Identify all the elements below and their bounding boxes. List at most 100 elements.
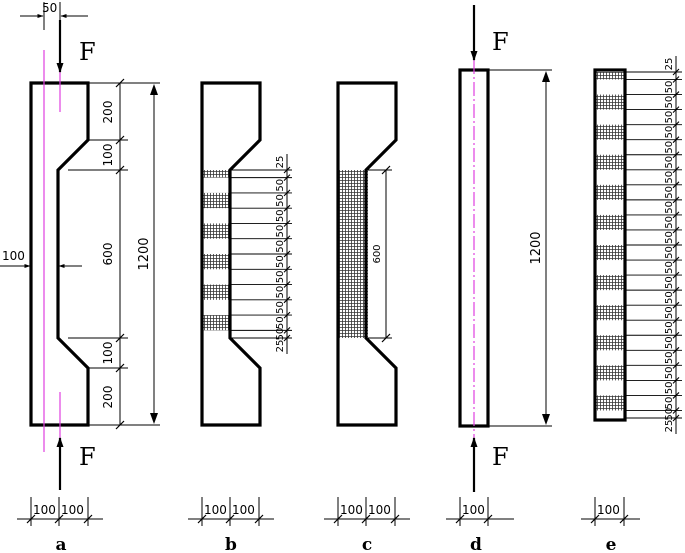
panel-label-d: d bbox=[470, 535, 482, 553]
force-label-bottom-a: F bbox=[79, 443, 96, 471]
gauge-band bbox=[596, 335, 624, 351]
gauge-tick bbox=[672, 331, 680, 339]
dim-end-bottom: 25 bbox=[664, 420, 675, 433]
mesh-region-c bbox=[338, 170, 368, 338]
gauge-tick bbox=[283, 296, 291, 304]
dim-bottom-right-a: 100 bbox=[61, 503, 84, 517]
specimen-a-outline bbox=[29, 81, 90, 427]
gauge-tick bbox=[672, 392, 680, 399]
force-label-top-a: F bbox=[79, 38, 96, 66]
gauge-band bbox=[596, 154, 624, 170]
gauge-band bbox=[203, 315, 230, 331]
gauge-band bbox=[203, 284, 230, 300]
dim-gauge-spacing: 50 bbox=[664, 291, 675, 304]
dim-end-top: 25 bbox=[275, 156, 286, 169]
gauge-tick bbox=[672, 316, 680, 324]
gauge-tick bbox=[672, 91, 680, 98]
gauge-band bbox=[596, 305, 624, 321]
gauge-band bbox=[596, 245, 624, 261]
panel-label-e: e bbox=[606, 535, 617, 553]
dim-gauge-spacing: 50 bbox=[664, 111, 675, 124]
gauge-tick bbox=[672, 106, 680, 113]
dim-seg2: 100 bbox=[101, 144, 115, 167]
gauge-tick bbox=[672, 377, 680, 384]
force-label-top-d: F bbox=[492, 28, 509, 56]
gauge-tick bbox=[672, 151, 680, 159]
gauge-tick bbox=[672, 181, 680, 189]
dim-gauge-spacing: 50 bbox=[275, 328, 286, 341]
dim-gauge-spacing: 50 bbox=[664, 96, 675, 109]
gauge-tick bbox=[283, 189, 291, 197]
dim-gauge-spacing: 50 bbox=[664, 397, 675, 410]
dim-gauge-spacing: 50 bbox=[275, 286, 286, 299]
force-label-bottom-d: F bbox=[492, 443, 509, 471]
gauge-tick bbox=[283, 250, 291, 258]
dim-gauge-spacing: 50 bbox=[664, 382, 675, 395]
gauge-tick bbox=[672, 361, 680, 369]
panel-c: 600 100 100 c bbox=[324, 81, 410, 553]
dim-gauge-spacing: 50 bbox=[664, 141, 675, 154]
dim-gauge-spacing: 50 bbox=[275, 271, 286, 284]
gauge-tick bbox=[283, 166, 291, 174]
gauge-tick bbox=[672, 271, 680, 279]
gauge-band bbox=[596, 184, 624, 200]
panel-a: 50 F F 200 100 600 100 200 1 bbox=[0, 1, 160, 553]
gauge-tick bbox=[283, 281, 291, 288]
dim-gauge-spacing: 50 bbox=[664, 186, 675, 199]
dim-gauge-spacing: 50 bbox=[664, 408, 675, 421]
panel-e: 2550505050505050505050505050505050505050… bbox=[581, 56, 682, 553]
gauge-band bbox=[203, 192, 230, 209]
dim-gauge-spacing: 50 bbox=[275, 194, 286, 207]
dim-seg4: 100 bbox=[101, 342, 115, 365]
gauge-band bbox=[596, 72, 624, 80]
panel-d: F F 1200 100 d bbox=[446, 5, 552, 553]
dim-gauge-spacing: 50 bbox=[664, 216, 675, 229]
panel-label-a: a bbox=[55, 535, 66, 553]
gauge-band bbox=[203, 223, 230, 239]
dim-gauge-spacing: 50 bbox=[664, 171, 675, 184]
gauge-tick bbox=[672, 241, 680, 249]
gauge-band bbox=[596, 124, 624, 140]
dim-gauge-spacing: 50 bbox=[275, 209, 286, 222]
dim-bottom-right-b: 100 bbox=[232, 503, 255, 517]
gauge-band bbox=[203, 254, 230, 270]
dim-gauge-spacing: 50 bbox=[275, 240, 286, 253]
gauge-band bbox=[596, 275, 624, 291]
dim-seg3: 600 bbox=[101, 243, 115, 266]
dim-gauge-spacing: 50 bbox=[275, 179, 286, 192]
gauge-tick bbox=[672, 407, 680, 414]
gauge-tick bbox=[283, 174, 291, 182]
dim-gauge-spacing: 50 bbox=[664, 351, 675, 364]
gauge-tick bbox=[283, 220, 291, 227]
gauge-tick bbox=[672, 346, 680, 354]
dim-gauge-spacing: 50 bbox=[664, 321, 675, 334]
gauge-tick bbox=[672, 136, 680, 144]
panel-label-c: c bbox=[362, 535, 372, 553]
dim-gauge-spacing: 50 bbox=[664, 276, 675, 289]
dim-bottom-left-c: 100 bbox=[340, 503, 363, 517]
gauge-tick bbox=[283, 334, 291, 342]
dim-gauge-spacing: 50 bbox=[664, 261, 675, 274]
dim-seg1: 200 bbox=[101, 101, 115, 124]
dim-gauge-spacing: 50 bbox=[664, 336, 675, 349]
gauge-tick bbox=[672, 166, 680, 174]
dim-total-a: 1200 bbox=[137, 237, 152, 270]
dim-gauge-spacing: 50 bbox=[664, 246, 675, 259]
dim-bottom-right-c: 100 bbox=[368, 503, 391, 517]
dim-bottom-left-a: 100 bbox=[33, 503, 56, 517]
gauge-tick bbox=[283, 235, 291, 243]
dim-top-width: 50 bbox=[42, 1, 57, 15]
dim-gauge-spacing: 50 bbox=[664, 306, 675, 319]
dim-mesh-length: 600 bbox=[372, 244, 383, 263]
specimen-c-outline bbox=[336, 81, 398, 427]
gauge-band bbox=[596, 214, 624, 230]
gauge-tick bbox=[672, 196, 680, 204]
gauge-tick bbox=[672, 256, 680, 264]
gauge-band bbox=[596, 94, 624, 110]
dim-end-top: 25 bbox=[664, 58, 675, 71]
gauge-tick bbox=[672, 414, 680, 422]
gauge-tick bbox=[283, 265, 291, 273]
dim-gauge-spacing: 50 bbox=[275, 316, 286, 329]
